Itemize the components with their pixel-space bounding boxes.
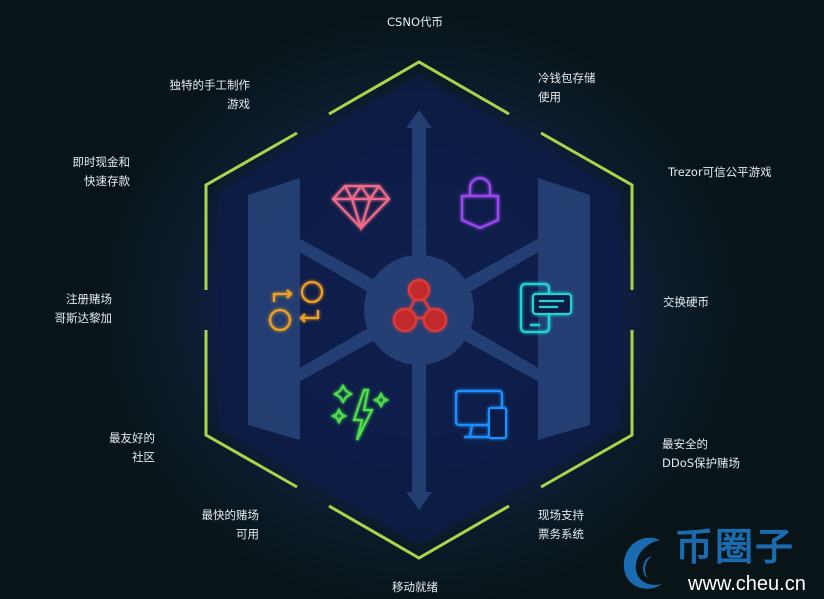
label-line: 哥斯达黎加 [54,311,113,325]
label-line: 票务系统 [538,527,584,541]
feature-mobile: 移动就绪 [392,580,438,594]
label-line: DDoS保护赌场 [662,456,741,470]
label-line: 现场支持 [538,508,584,522]
label-line: 可用 [236,527,259,541]
devices-icon [454,389,508,440]
feature-unique-games: 独特的手工制作游戏 [170,76,251,114]
label-line: 独特的手工制作 [169,78,251,92]
feature-exchange: 交换硬币 [663,295,709,309]
hexagon-outline [204,60,634,560]
feature-support: 现场支持票务系统 [538,506,584,544]
label-line: 最快的赌场 [201,508,260,522]
lock-icon [460,176,500,230]
feature-csno-token: CSNO代币 [387,15,443,29]
diamond-icon [331,184,391,232]
label-line: 游戏 [227,97,250,111]
watermark-url: www.cheu.cn [688,573,806,595]
lightning-icon [330,383,390,441]
feature-instant-cash: 即时现金和快速存款 [73,153,131,191]
label-line: 即时现金和 [72,155,131,169]
feature-ddos: 最安全的 DDoS保护赌场 [662,435,740,473]
feature-registered: 注册赌场哥斯达黎加 [55,290,113,328]
feature-fastest: 最快的赌场可用 [202,506,260,544]
network-users-icon [392,278,448,333]
feature-community: 最友好的社区 [109,429,155,467]
label-line: 冷钱包存储 [538,71,596,85]
label-line: 最安全的 [662,437,708,451]
label-line: 注册赌场 [66,292,112,306]
label-line: 最友好的 [109,431,155,445]
watermark-logo-icon [623,537,662,589]
label-line: 快速存款 [84,174,130,188]
watermark-brand: 币圈子 [675,525,796,569]
feature-cold-wallet: 冷钱包存储使用 [538,69,596,107]
label-line: 社区 [132,450,155,464]
chat-phone-icon [519,282,573,334]
exchange-coins-icon [268,280,324,332]
label-line: 使用 [538,90,561,104]
feature-trezor: Trezor可信公平游戏 [668,165,772,179]
